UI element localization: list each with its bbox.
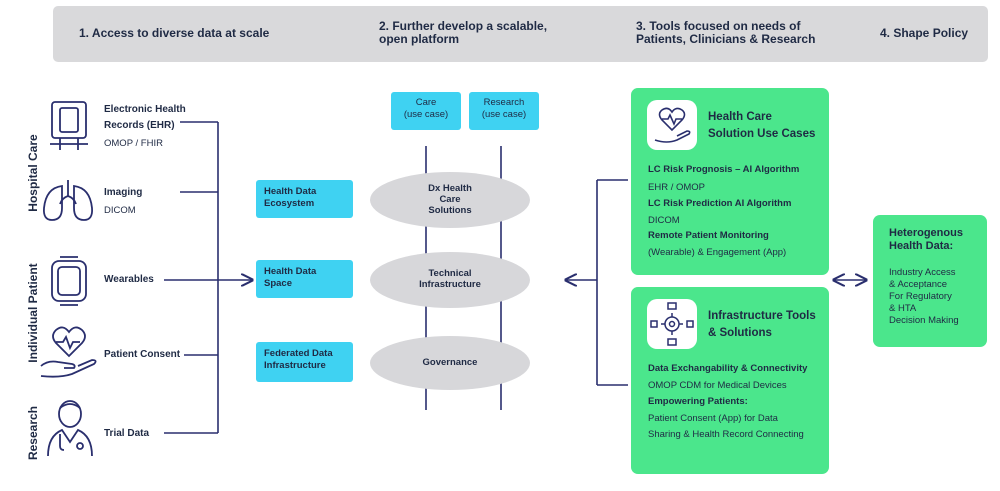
space-federated-data-infrastructure: Federated Data Infrastructure — [256, 342, 353, 382]
hc-line-5: Remote Patient Monitoring — [648, 230, 769, 241]
hetero-line-2: & Acceptance — [889, 279, 948, 290]
infra-line-2: OMOP CDM for Medical Devices — [648, 380, 787, 391]
banner-item-1: 1. Access to diverse data at scale — [79, 26, 270, 40]
space-health-data-space: Health Data Space — [256, 260, 353, 298]
infra-title-1: Infrastructure Tools — [708, 310, 816, 322]
heterogenous-health-data-box: Heterogenous Health Data: Industry Acces… — [873, 215, 987, 347]
use-case-research: Research (use case) — [469, 92, 539, 130]
use-case-line-1: Care — [415, 97, 437, 108]
source-imaging-sub: DICOM — [104, 205, 136, 216]
hetero-title-2: Health Data: — [889, 240, 954, 252]
hc-line-2: EHR / OMOP — [648, 182, 706, 193]
hc-line-1: LC Risk Prognosis – AI Algorithm — [648, 164, 800, 175]
layer-governance: Governance — [370, 336, 530, 390]
lungs-icon — [43, 180, 93, 221]
infra-line-5: Sharing & Health Record Connecting — [648, 429, 804, 440]
heart-hand-icon — [40, 326, 97, 378]
monitor-icon — [50, 101, 88, 150]
source-consent-title: Patient Consent — [104, 349, 181, 360]
layer-technical-infrastructure: Technical Infrastructure — [370, 252, 530, 308]
hetero-line-5: Decision Making — [889, 315, 959, 326]
space-line-2: Ecosystem — [264, 198, 315, 209]
banner-item-3b: Patients, Clinicians & Research — [636, 32, 816, 46]
hetero-title: Heterogenous Health Data: — [889, 227, 963, 253]
infra-line-4: Patient Consent (App) for Data — [648, 413, 778, 424]
space-line-2: Space — [264, 278, 292, 289]
hc-line-4: DICOM — [648, 215, 680, 226]
use-case-line-2: (use case) — [403, 109, 449, 120]
space-line-2: Infrastructure — [264, 360, 326, 371]
source-ehr-title-2: Records (EHR) — [104, 120, 175, 131]
layer-line-1: Governance — [422, 357, 478, 368]
health-care-title-1: Health Care — [708, 111, 772, 123]
hetero-line-4: & HTA — [889, 303, 917, 314]
infra-line-3: Empowering Patients: — [648, 396, 748, 407]
banner-item-2a: 2. Further develop a scalable, — [379, 19, 548, 33]
space-line-1: Health Data — [264, 266, 317, 277]
heart-hand-icon — [647, 100, 697, 150]
layer-line-3: Solutions — [428, 205, 472, 216]
infra-line-1: Data Exchangability & Connectivity — [648, 363, 808, 374]
layer-line-2: Care — [439, 194, 461, 205]
health-care-solutions-box: Health Care Solution Use Cases LC Risk P… — [631, 88, 829, 275]
use-case-line-2: (use case) — [481, 109, 527, 120]
use-case-line-1: Research — [483, 97, 525, 108]
source-wearables-title: Wearables — [104, 274, 154, 285]
source-ehr-title-1: Electronic Health — [104, 104, 186, 115]
hc-line-6: (Wearable) & Engagement (App) — [648, 247, 787, 258]
source-imaging-title: Imaging — [104, 187, 143, 198]
layer-line-1: Dx Health — [428, 183, 472, 194]
smartwatch-icon — [51, 256, 87, 306]
source-ehr-sub: OMOP / FHIR — [104, 138, 163, 149]
health-care-title-2: Solution Use Cases — [708, 128, 816, 140]
network-gear-icon — [647, 299, 697, 349]
space-line-1: Health Data — [264, 186, 317, 197]
hc-line-3: LC Risk Prediction AI Algorithm — [648, 198, 792, 209]
hetero-line-1: Industry Access — [889, 267, 956, 278]
banner-item-2b: open platform — [379, 32, 459, 46]
layer-dx-health-care-solutions: Dx Health Care Solutions — [370, 172, 530, 228]
use-case-care: Care (use case) — [391, 92, 461, 130]
space-line-1: Federated Data — [264, 348, 333, 359]
space-health-data-ecosystem: Health Data Ecosystem — [256, 180, 353, 218]
hetero-title-1: Heterogenous — [889, 227, 963, 239]
banner-item-4: 4. Shape Policy — [880, 26, 969, 40]
source-trial-title: Trial Data — [104, 428, 150, 439]
hetero-line-3: For Regulatory — [889, 291, 952, 302]
doctor-icon — [47, 400, 93, 457]
layer-line-2: Infrastructure — [419, 279, 481, 290]
infrastructure-tools-box: Infrastructure Tools & Solutions Data Ex… — [631, 287, 829, 474]
infra-title-2: & Solutions — [708, 327, 772, 339]
layer-line-1: Technical — [428, 268, 472, 279]
banner-item-3a: 3. Tools focused on needs of — [636, 19, 801, 33]
header-banner: 1. Access to diverse data at scale 2. Fu… — [53, 6, 988, 62]
